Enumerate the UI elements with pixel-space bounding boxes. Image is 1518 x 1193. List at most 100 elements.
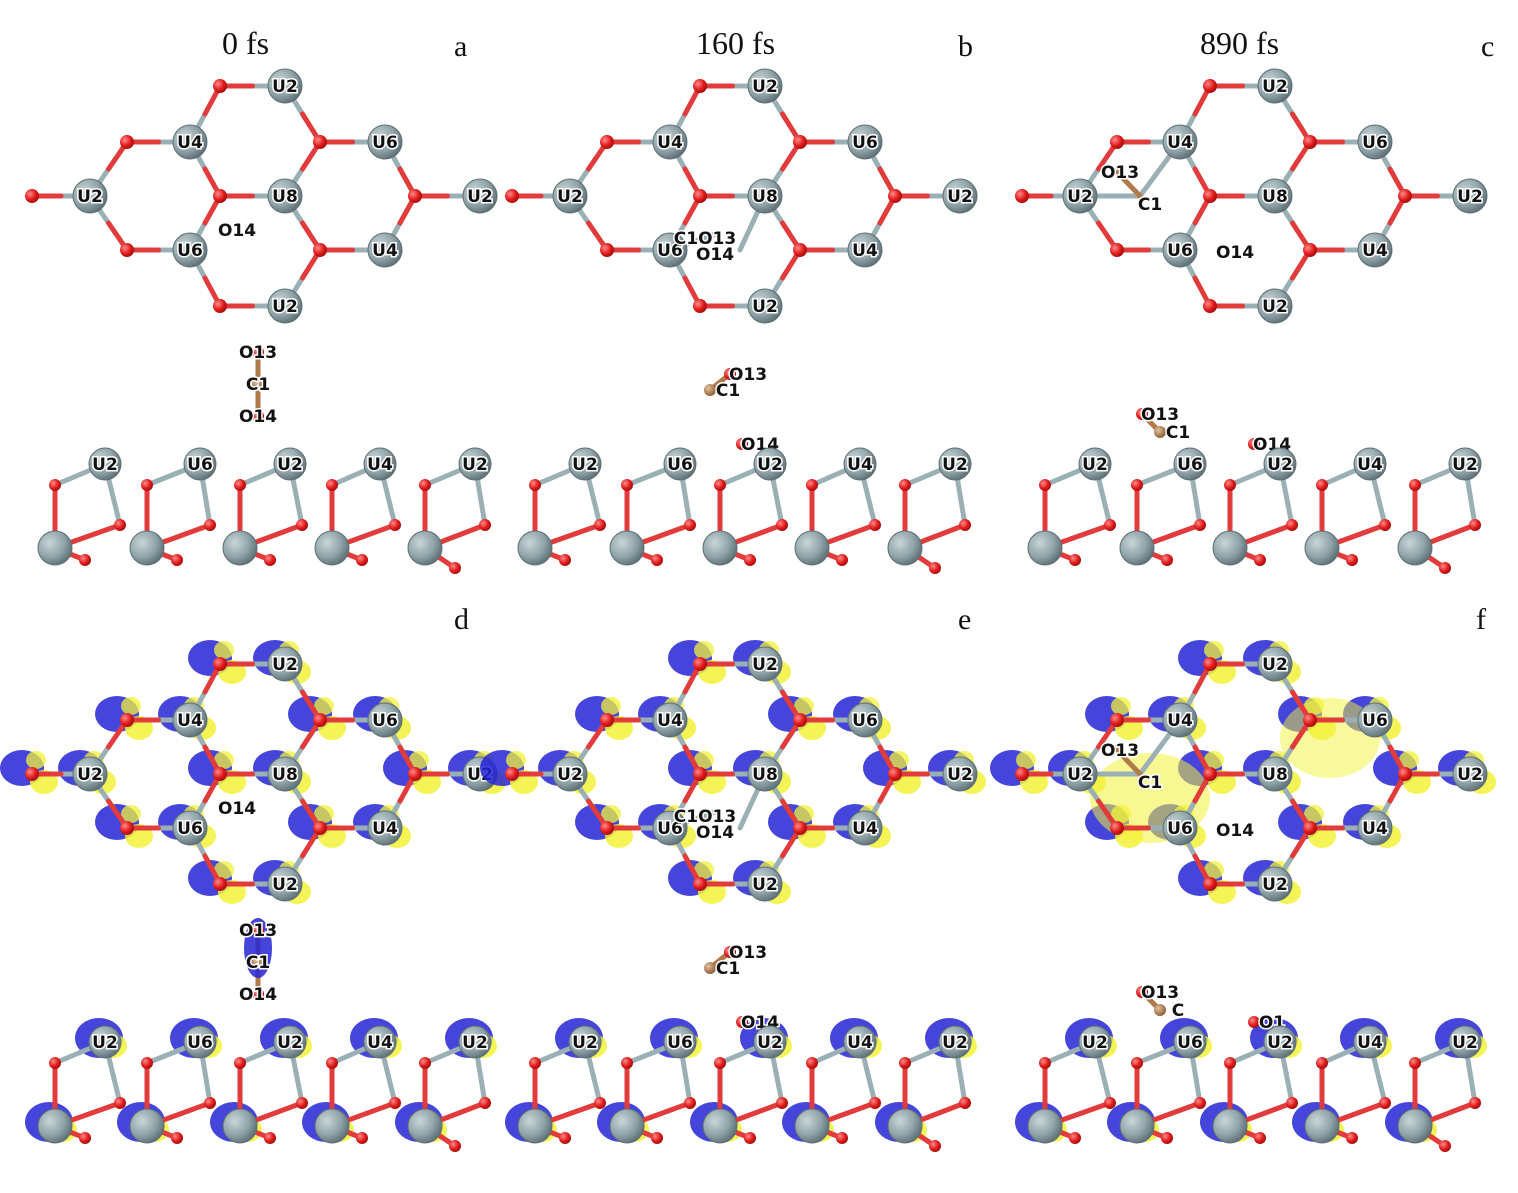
atom-label: U2 — [1267, 1033, 1293, 1053]
oxygen-atom — [600, 243, 614, 257]
atom-label: C1 — [1138, 195, 1162, 215]
atom-label: U2 — [572, 455, 598, 475]
density-lobe-positive — [794, 805, 814, 823]
oxygen-atom — [313, 713, 327, 727]
density-lobe-positive — [601, 805, 621, 823]
oxygen-atom — [600, 135, 614, 149]
uranium-atom — [367, 124, 403, 160]
oxygen-atom — [1203, 877, 1217, 891]
oxygen-atom — [693, 767, 707, 781]
oxygen-atom — [313, 821, 327, 835]
density-lobe-positive — [409, 751, 429, 769]
atom-label: C1 — [716, 959, 740, 979]
atom-label: U2 — [1457, 187, 1483, 207]
uranium-atom — [1173, 1025, 1207, 1059]
uranium-atom — [129, 1108, 165, 1144]
atom-label: U4 — [367, 455, 393, 475]
oxygen-atom — [356, 1132, 368, 1144]
atom-label: U4 — [1357, 455, 1383, 475]
uranium-atom — [1257, 756, 1293, 792]
uranium-atom — [222, 1108, 258, 1144]
oxygen-atom — [959, 519, 971, 531]
oxygen-atom — [326, 479, 338, 491]
atom-label: U4 — [1167, 711, 1193, 731]
oxygen-atom — [213, 189, 227, 203]
oxygen-atom — [213, 877, 227, 891]
uranium-atom — [1212, 530, 1248, 566]
atom-label: U6 — [657, 819, 683, 839]
oxygen-atom — [693, 79, 707, 93]
uranium-atom — [267, 288, 303, 324]
uranium-atom — [1357, 124, 1393, 160]
density-lobe-positive — [1111, 697, 1131, 715]
bond — [1112, 745, 1143, 777]
uranium-atom — [172, 702, 208, 738]
atom-label: O14 — [218, 221, 256, 241]
uranium-atom — [887, 1108, 923, 1144]
oxygen-atom — [621, 1057, 633, 1069]
density-lobe-positive — [694, 751, 714, 769]
oxygen-atom — [793, 713, 807, 727]
oxygen-atom — [1110, 135, 1124, 149]
oxygen-atom — [1398, 767, 1412, 781]
uranium-atom — [1078, 447, 1112, 481]
oxygen-atom — [600, 821, 614, 835]
atom-label: U2 — [1457, 765, 1483, 785]
uranium-atom — [1304, 1108, 1340, 1144]
atom-label: U2 — [572, 1033, 598, 1053]
atom-label: U6 — [667, 455, 693, 475]
side-view-atoms — [517, 447, 972, 574]
oxygen-atom — [1131, 1057, 1143, 1069]
top-view-atoms — [1015, 646, 1488, 902]
density-lobe-positive — [1204, 751, 1224, 769]
oxygen-atom — [419, 1057, 431, 1069]
uranium-atom — [1062, 756, 1098, 792]
oxygen-atom — [529, 1057, 541, 1069]
uranium-atom — [1452, 756, 1488, 792]
oxygen-atom — [49, 479, 61, 491]
atom-label: O13 — [1141, 405, 1179, 425]
panel-b-letter: b — [958, 30, 973, 63]
uranium-atom — [314, 1108, 350, 1144]
uranium-atom — [222, 530, 258, 566]
uranium-atom — [1353, 447, 1387, 481]
atom-label: U2 — [1267, 455, 1293, 475]
atom-label: U2 — [557, 187, 583, 207]
density-lobe-positive — [1399, 751, 1419, 769]
top-view-atoms — [505, 68, 978, 324]
atom-label: O13 — [1101, 741, 1139, 761]
uranium-atom — [1357, 702, 1393, 738]
uranium-atom — [1257, 866, 1293, 902]
oxygen-atom — [929, 562, 941, 574]
oxygen-atom — [1203, 657, 1217, 671]
uranium-atom — [1162, 810, 1198, 846]
oxygen-atom — [1015, 767, 1029, 781]
uranium-atom — [1162, 232, 1198, 268]
oxygen-atom — [1203, 79, 1217, 93]
carbon-atom — [704, 962, 716, 974]
uranium-atom — [747, 288, 783, 324]
oxygen-atom — [959, 1097, 971, 1109]
atom-label: U4 — [852, 241, 878, 261]
uranium-atom — [267, 68, 303, 104]
atom-label: U6 — [187, 455, 213, 475]
panel-d-letter: d — [454, 603, 469, 636]
uranium-atom — [747, 756, 783, 792]
uranium-atom — [652, 810, 688, 846]
atom-label: C1 — [716, 381, 740, 401]
oxygen-atom — [296, 1097, 308, 1109]
density-lobe-positive — [214, 751, 234, 769]
density-lobe-positive — [314, 697, 334, 715]
uranium-atom — [267, 646, 303, 682]
oxygen-atom — [449, 1140, 461, 1152]
uranium-atom — [367, 232, 403, 268]
uranium-atom — [1173, 447, 1207, 481]
atom-label: U2 — [947, 765, 973, 785]
uranium-atom — [172, 232, 208, 268]
oxygen-atom — [120, 713, 134, 727]
panel-a-letter: a — [454, 30, 467, 63]
oxygen-atom — [408, 189, 422, 203]
uranium-atom — [267, 756, 303, 792]
oxygen-atom — [479, 519, 491, 531]
